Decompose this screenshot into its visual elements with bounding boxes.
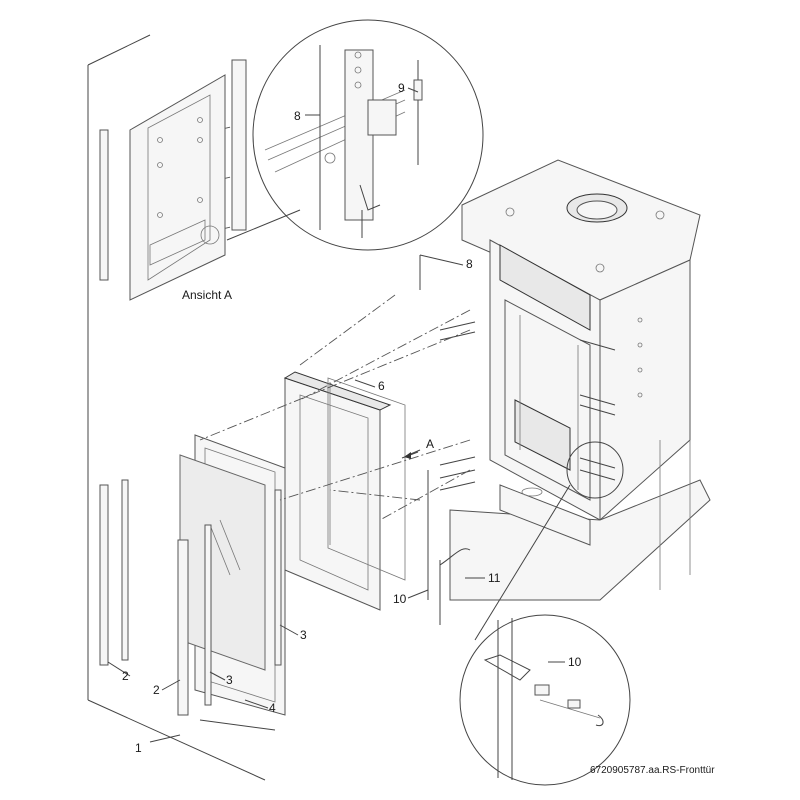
door-handle (427, 470, 471, 625)
document-id: 6720905787.aa.RS-Fronttür (590, 765, 715, 776)
hinge-screws (439, 321, 616, 491)
leader-lines (107, 87, 565, 743)
detail-circle-bottom (459, 441, 631, 786)
view-arrow-label: A (426, 437, 434, 451)
glass-pane (179, 454, 266, 671)
callout-3-upper: 3 (300, 628, 307, 642)
callout-2-right: 2 (153, 683, 160, 697)
view-a-label: Ansicht A (182, 288, 232, 302)
callout-8-detail: 8 (294, 109, 301, 123)
callout-3-lower: 3 (226, 673, 233, 687)
view-arrowhead-icon (404, 452, 411, 459)
callout-10-main: 10 (393, 592, 407, 606)
view-a-door (99, 59, 247, 301)
stove-body (449, 159, 711, 601)
seal-strips (99, 479, 282, 716)
callout-10-detail: 10 (568, 655, 582, 669)
callout-2-left: 2 (122, 669, 129, 683)
callout-6: 6 (378, 379, 385, 393)
detail-circle-top (226, 19, 484, 251)
assembly-outline (87, 34, 276, 781)
callout-4: 4 (269, 701, 276, 715)
callout-1: 1 (135, 741, 142, 755)
callout-8-main: 8 (466, 257, 473, 271)
door-frame (283, 371, 406, 611)
callout-9: 9 (398, 81, 405, 95)
callout-11: 11 (488, 571, 501, 585)
